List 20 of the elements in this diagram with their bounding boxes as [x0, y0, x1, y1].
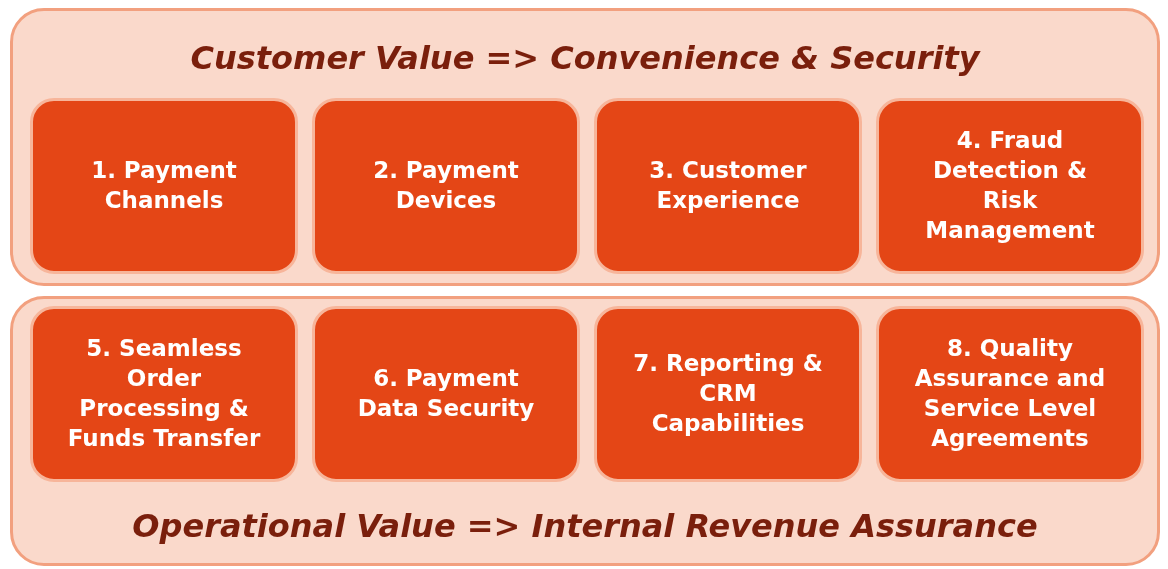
- rounded-box: [876, 306, 1144, 482]
- box-label: 8. Quality Assurance and Service Level Agreements: [913, 334, 1107, 453]
- box-label: 5. Seamless Order Processing & Funds Transfer: [66, 334, 262, 453]
- box-label: 7. Reporting & CRM Capabilities: [632, 349, 824, 438]
- rounded-box: [312, 98, 580, 274]
- panel-heading: Customer Value => Convenience & Security: [190, 39, 980, 77]
- rounded-panel: [10, 8, 1160, 286]
- rounded-panel: [10, 296, 1160, 566]
- panel-heading: Operational Value => Internal Revenue Assurance: [132, 507, 1038, 545]
- box-label: 3. Customer Experience: [648, 156, 808, 215]
- box-label: 1. Payment Channels: [90, 156, 238, 215]
- rounded-box: [594, 98, 862, 274]
- rounded-box: [312, 306, 580, 482]
- rounded-box: [30, 306, 298, 482]
- box-label: 4. Fraud Detection & Risk Management: [924, 126, 1096, 245]
- rounded-box: [594, 306, 862, 482]
- box-label: 2. Payment Devices: [372, 156, 520, 215]
- rounded-box: [876, 98, 1144, 274]
- box-label: 6. Payment Data Security: [356, 364, 536, 423]
- rounded-box: [30, 98, 298, 274]
